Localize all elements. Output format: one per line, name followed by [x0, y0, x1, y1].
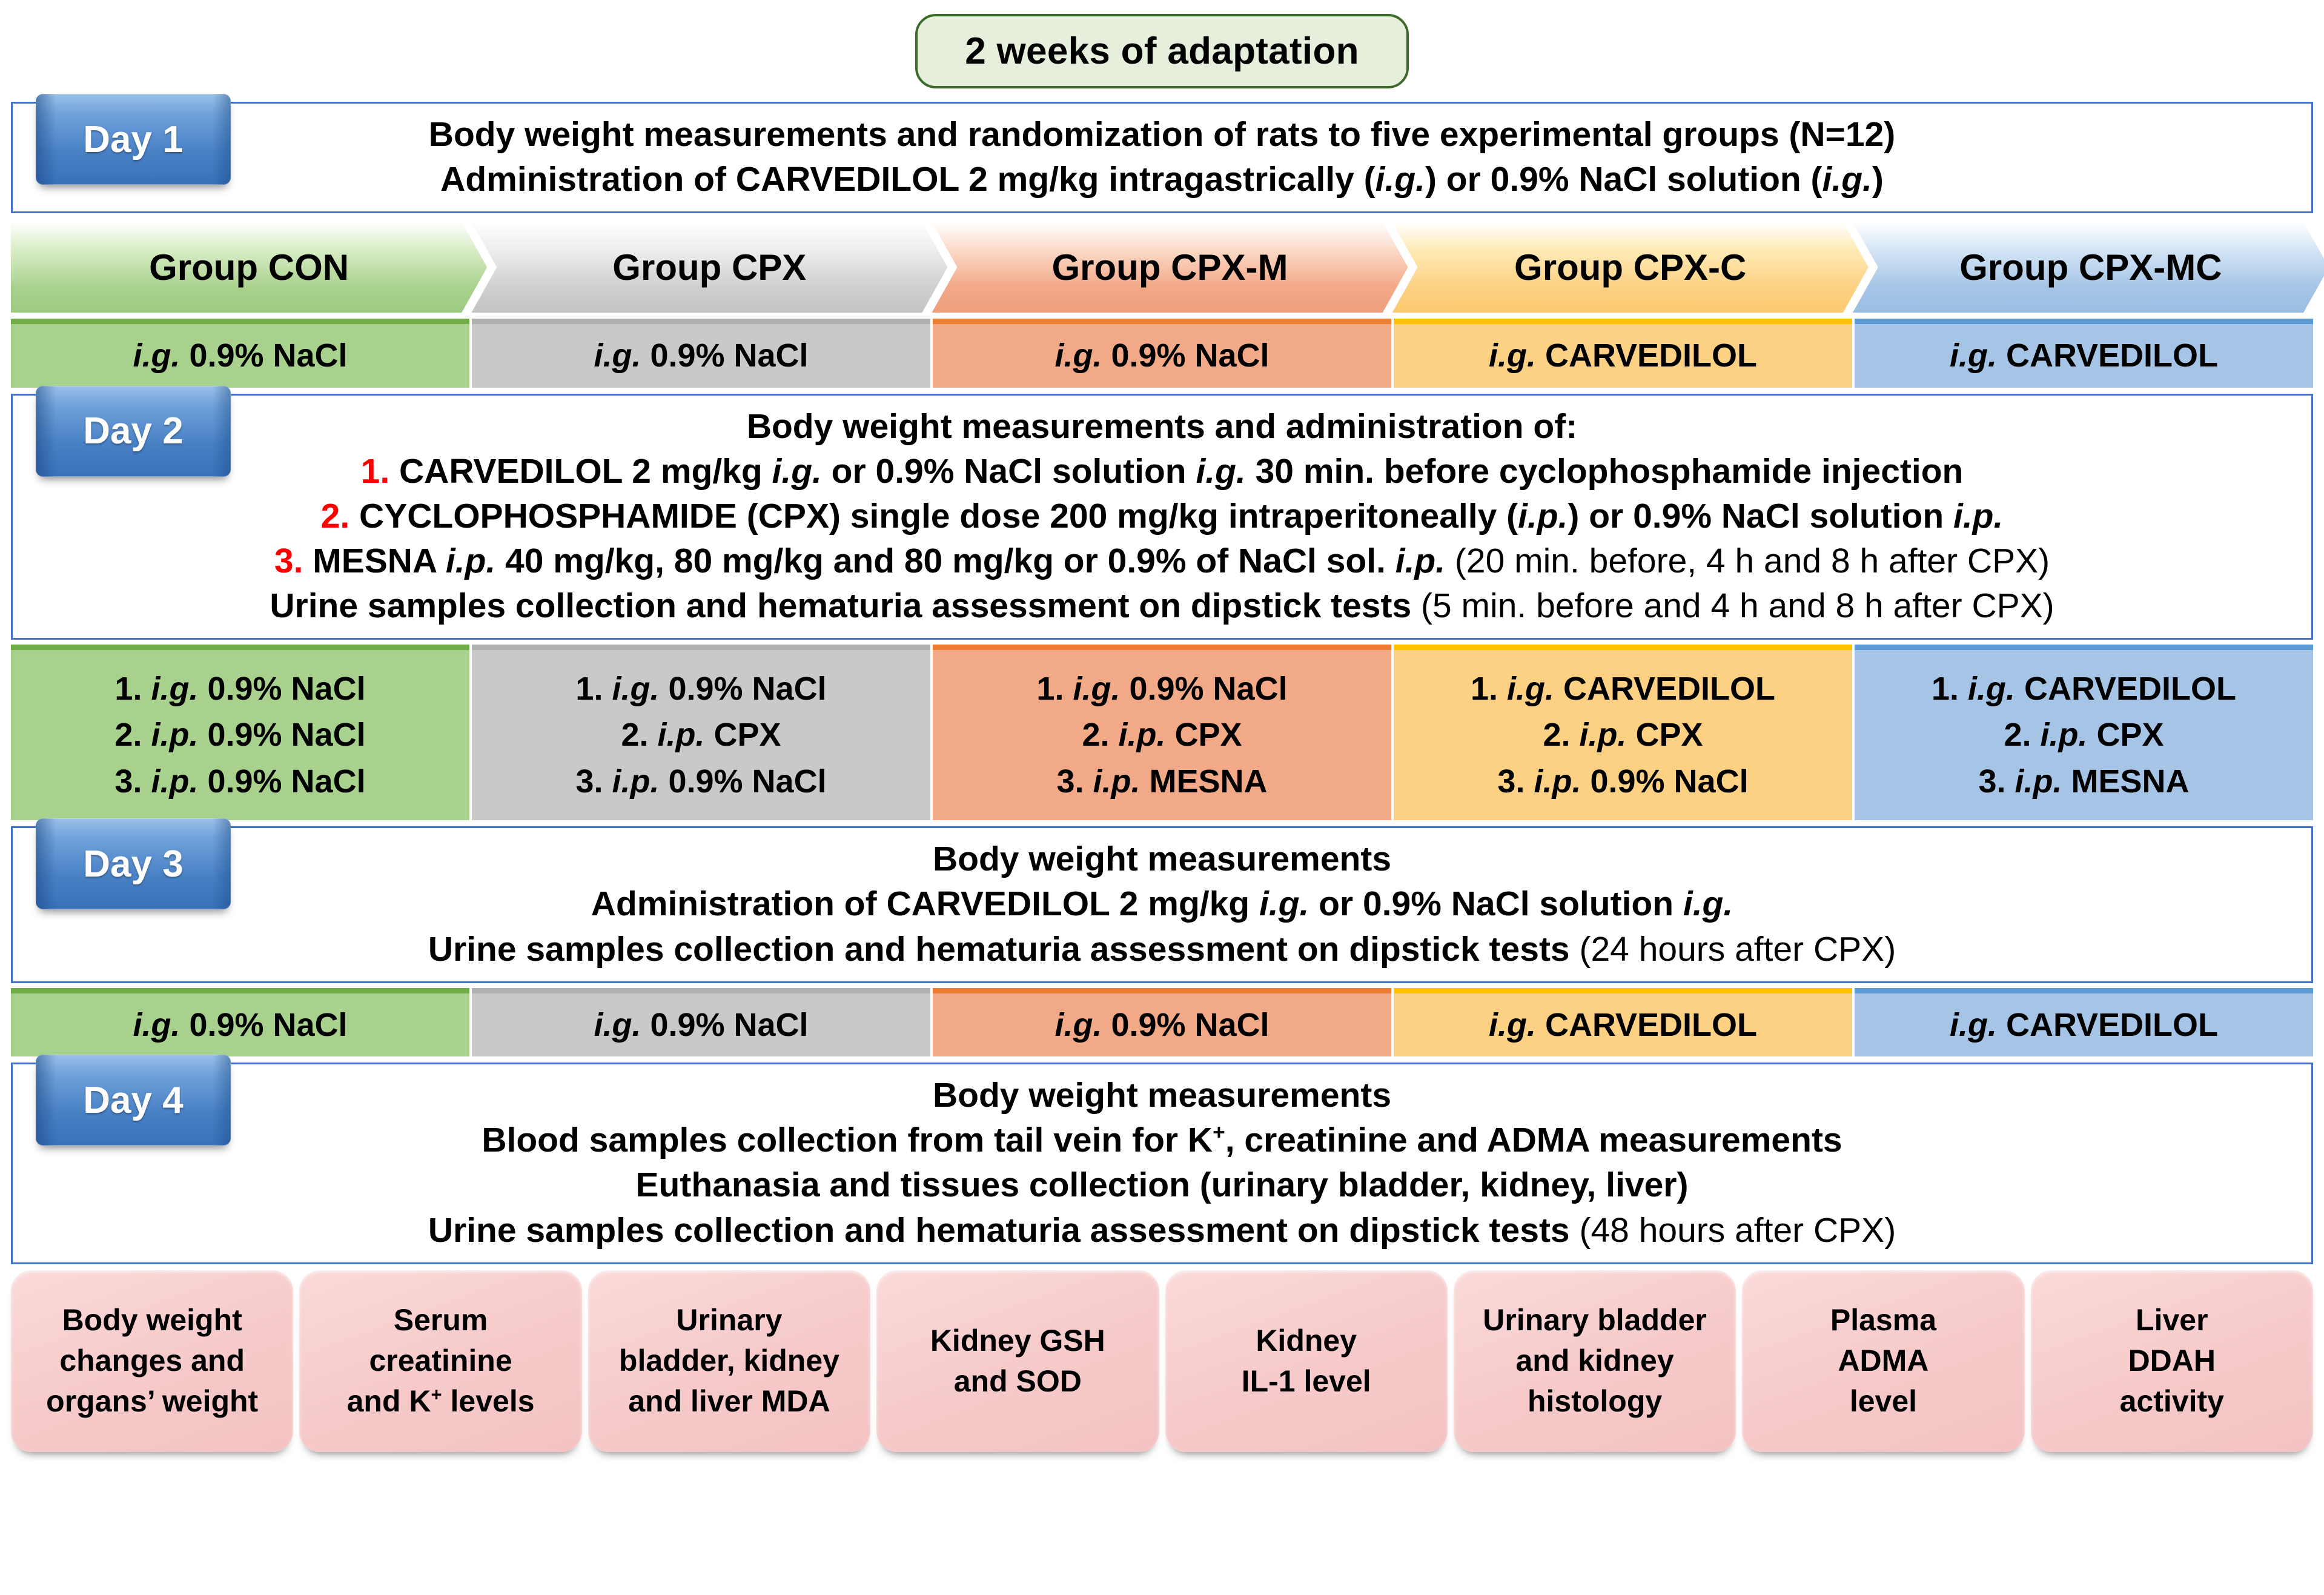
- treatment-text: i.g. 0.9% NaCl: [594, 1006, 809, 1043]
- treatment-text: i.g. CARVEDILOL: [1488, 337, 1758, 374]
- day2-treatment-con: 1. i.g. 0.9% NaCl 2. i.p. 0.9% NaCl 3. i…: [11, 645, 469, 821]
- treatment-line: 3. i.p. 0.9% NaCl: [114, 763, 366, 800]
- day3-treatment-cpx-m: i.g. 0.9% NaCl: [933, 987, 1391, 1057]
- day3-badge: Day 3: [36, 818, 231, 910]
- group-label-cpx-mc: Group CPX-MC: [1959, 247, 2222, 288]
- day1-treatment-row: i.g. 0.9% NaCl i.g. 0.9% NaCl i.g. 0.9% …: [11, 319, 2313, 388]
- group-banner-cpx-mc[interactable]: Group CPX-MC: [1853, 222, 2324, 313]
- treatment-text: i.g. 0.9% NaCl: [133, 1006, 348, 1043]
- treatment-line: 3. i.p. 0.9% NaCl: [575, 763, 827, 800]
- day1-treatment-con: i.g. 0.9% NaCl: [11, 319, 469, 388]
- treatment-text: i.g. CARVEDILOL: [1949, 337, 2219, 374]
- treatment-line: 1. i.g. 0.9% NaCl: [114, 670, 366, 707]
- day1-line-1: Body weight measurements and randomizati…: [428, 115, 1896, 154]
- day2-item-3: 3. MESNA i.p. 40 mg/kg, 80 mg/kg and 80 …: [274, 542, 2050, 581]
- day2-badge: Day 2: [36, 385, 231, 477]
- treatment-text: i.g. 0.9% NaCl: [1054, 1006, 1270, 1043]
- day3-treatment-cpx-mc: i.g. CARVEDILOL: [1855, 987, 2313, 1057]
- day3-treatment-cpx-c: i.g. CARVEDILOL: [1394, 987, 1852, 1057]
- treatment-text: i.g. 0.9% NaCl: [133, 337, 348, 374]
- day1-text: Body weight measurements and randomizati…: [19, 112, 2305, 202]
- group-label-cpx-m: Group CPX-M: [1051, 247, 1288, 288]
- day4-line-3: Euthanasia and tissues collection (urina…: [635, 1166, 1689, 1205]
- day3-panel: Day 3 Body weight measurements Administr…: [11, 818, 2313, 983]
- treatment-line: 2. i.p. CPX: [1543, 717, 1703, 754]
- day2-header: Body weight measurements and administrat…: [746, 406, 1578, 446]
- treatment-text: i.g. 0.9% NaCl: [1054, 337, 1270, 374]
- day3-line-2: Administration of CARVEDILOL 2 mg/kg i.g…: [591, 884, 1733, 924]
- day2-item-2: 2. CYCLOPHOSPHAMIDE (CPX) single dose 20…: [320, 497, 2004, 536]
- day1-badge: Day 1: [36, 94, 231, 185]
- treatment-line: 1. i.g. CARVEDILOL: [1931, 670, 2237, 707]
- group-banner-row: Group CON Group CPX Group CPX-M Group CP…: [11, 222, 2313, 313]
- group-label-cpx-c: Group CPX-C: [1514, 247, 1747, 288]
- treatment-text: i.g. CARVEDILOL: [1949, 1006, 2219, 1043]
- day2-treatment-cpx: 1. i.g. 0.9% NaCl 2. i.p. CPX 3. i.p. 0.…: [472, 645, 930, 821]
- day1-treatment-cpx-m: i.g. 0.9% NaCl: [933, 319, 1391, 388]
- treatment-line: 2. i.p. 0.9% NaCl: [114, 717, 366, 754]
- group-banner-cpx-m[interactable]: Group CPX-M: [932, 222, 1408, 313]
- day3-line-3: Urine samples collection and hematuria a…: [428, 929, 1896, 969]
- day1-treatment-cpx-c: i.g. CARVEDILOL: [1394, 319, 1852, 388]
- day4-line-4: Urine samples collection and hematuria a…: [428, 1210, 1896, 1250]
- day3-treatment-cpx: i.g. 0.9% NaCl: [472, 987, 930, 1057]
- day3-text: Body weight measurements Administration …: [19, 837, 2305, 971]
- day2-treatment-cpx-m: 1. i.g. 0.9% NaCl 2. i.p. CPX 3. i.p. ME…: [933, 645, 1391, 821]
- treatment-line: 1. i.g. 0.9% NaCl: [1036, 670, 1288, 707]
- day1-treatment-cpx: i.g. 0.9% NaCl: [472, 319, 930, 388]
- adaptation-row: 2 weeks of adaptation: [11, 0, 2313, 102]
- day3-treatment-row: i.g. 0.9% NaCl i.g. 0.9% NaCl i.g. 0.9% …: [11, 987, 2313, 1057]
- treatment-line: 3. i.p. MESNA: [1056, 763, 1268, 800]
- day2-treatment-row: 1. i.g. 0.9% NaCl 2. i.p. 0.9% NaCl 3. i…: [11, 645, 2313, 821]
- day1-treatment-cpx-mc: i.g. CARVEDILOL: [1855, 319, 2313, 388]
- day1-line-2: Administration of CARVEDILOL 2 mg/kg int…: [440, 160, 1884, 199]
- treatment-text: i.g. CARVEDILOL: [1488, 1006, 1758, 1043]
- day1-panel: Day 1 Body weight measurements and rando…: [11, 94, 2313, 214]
- day4-line-2: Blood samples collection from tail vein …: [482, 1121, 1842, 1160]
- group-label-con: Group CON: [149, 247, 349, 288]
- group-label-cpx: Group CPX: [612, 247, 807, 288]
- treatment-line: 2. i.p. CPX: [621, 717, 781, 754]
- treatment-text: i.g. 0.9% NaCl: [594, 337, 809, 374]
- day4-line-1: Body weight measurements: [932, 1076, 1392, 1115]
- day3-treatment-con: i.g. 0.9% NaCl: [11, 987, 469, 1057]
- treatment-line: 2. i.p. CPX: [2004, 717, 2164, 754]
- day4-badge: Day 4: [36, 1055, 231, 1146]
- day2-panel: Day 2 Body weight measurements and admin…: [11, 385, 2313, 640]
- day4-text: Body weight measurements Blood samples c…: [19, 1073, 2305, 1252]
- group-banner-con[interactable]: Group CON: [11, 222, 487, 313]
- day2-item-1: 1. CARVEDILOL 2 mg/kg i.g. or 0.9% NaCl …: [360, 451, 1964, 491]
- treatment-line: 1. i.g. 0.9% NaCl: [575, 670, 827, 707]
- day2-treatment-cpx-mc: 1. i.g. CARVEDILOL 2. i.p. CPX 3. i.p. M…: [1855, 645, 2313, 821]
- group-banner-cpx[interactable]: Group CPX: [471, 222, 947, 313]
- day4-panel: Day 4 Body weight measurements Blood sam…: [11, 1055, 2313, 1264]
- treatment-line: 3. i.p. MESNA: [1978, 763, 2190, 800]
- day2-text: Body weight measurements and administrat…: [19, 404, 2305, 628]
- adaptation-box: 2 weeks of adaptation: [915, 13, 1409, 88]
- day3-line-1: Body weight measurements: [932, 840, 1392, 879]
- day2-urine-line: Urine samples collection and hematuria a…: [270, 586, 2054, 626]
- treatment-line: 3. i.p. 0.9% NaCl: [1497, 763, 1749, 800]
- day2-treatment-cpx-c: 1. i.g. CARVEDILOL 2. i.p. CPX 3. i.p. 0…: [1394, 645, 1852, 821]
- treatment-line: 2. i.p. CPX: [1082, 717, 1242, 754]
- treatment-line: 1. i.g. CARVEDILOL: [1470, 670, 1776, 707]
- group-banner-cpx-c[interactable]: Group CPX-C: [1392, 222, 1869, 313]
